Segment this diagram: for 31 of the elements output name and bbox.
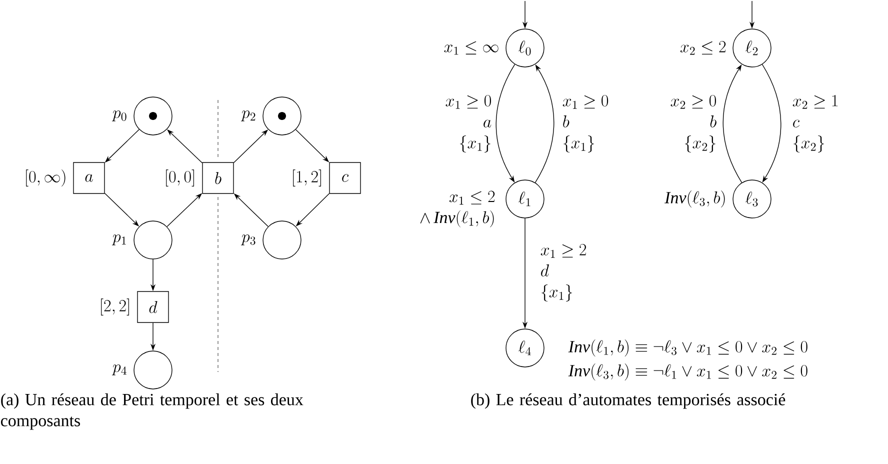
invariant-label: $x_1 \leq \infty$ [444,41,498,55]
place-label: $p_4$ [112,364,126,376]
invariant-label: $\begin{array}{r} x_1 \leq 2\\ \wedge\, \mathit{Inv}(\ell_1,b)\end{array}$ [420,190,495,228]
place-circle [262,96,302,136]
equation: $\mathit{Inv}(\ell_3,b) \equiv \neg\ell_1 \vee x_1 \leq 0 \vee x_2 \leq 0$ [568,364,808,380]
edge-label: $\begin{array}{l} x_1 \geq 2\\ d\\ \{x_1\}\end{array}$ [540,244,586,302]
invariant-label: $\mathit{Inv}(\ell_3,b)$ [664,190,725,208]
interval-label: $[1,2]$ [293,170,321,186]
caption-text: (a) Un réseau de Petri temporel et ses deux composants [1,393,304,430]
edge-label: $\begin{array}{r} x_2 \geq 0\\ b\\ \{x_2\}\end{array}$ [670,94,716,152]
transition-box: $b$ [202,162,234,194]
interval-label: $[2,2]$ [101,298,129,316]
place-label: $p_1$ [112,234,126,246]
invariant-label: $x_2 \leq 2$ [680,40,726,55]
transition-box: $d$ [137,291,169,323]
place-label: $p_3$ [240,234,256,246]
place-circle [134,350,172,390]
transition-box: $c$ [329,162,361,194]
place-circle [134,220,172,260]
place-circle [134,96,172,136]
caption-text: (b) Le réseau d’automates temporisés associé [471,393,786,409]
transition-box: $a$ [73,162,105,194]
place-label: $p_0$ [112,110,126,122]
interval-label: $[0,\infty)$ [26,170,66,186]
edge-label: $\begin{array}{l} x_2 \geq 1\\ c\\ \{x_2\}\end{array}$ [792,94,838,152]
edge-label: $\begin{array}{r} x_1 \geq 0\\ a\\ \{x_1\}\end{array}$ [446,94,492,152]
equation: $\mathit{Inv}(\ell_1,b) \equiv \neg\ell_3 \vee x_1 \leq 0 \vee x_2 \leq 0$ [568,340,808,356]
interval-label: $[0,0]$ [166,170,194,186]
edge-label: $\begin{array}{l} x_1 \geq 0\\ b\\ \{x_1\}\end{array}$ [562,94,608,152]
place-circle [262,220,302,260]
place-label: $p_2$ [240,110,256,122]
